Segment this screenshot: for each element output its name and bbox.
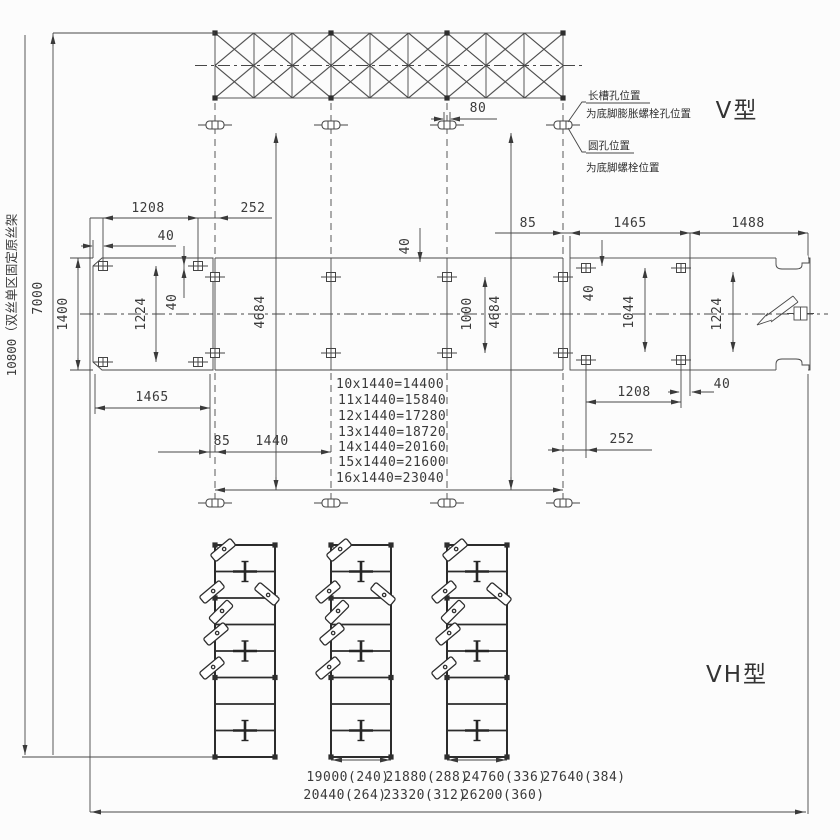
dim-40-center: 40 [398,238,413,255]
vh-ladder-group [199,538,512,763]
slot-hole-icon [197,498,233,508]
main-strip [80,228,828,371]
dim-1000: 1000 [460,297,475,330]
slot-hole-icon [545,498,581,508]
anchor-hole-row-top [197,103,581,255]
formula-row: 14x1440=20160 [338,440,446,455]
length-options-table: 19000(240) 21880(288) 24760(336) 27640(3… [303,770,625,803]
end-frame [689,255,814,373]
dim-252-right: 252 [610,432,635,447]
slot-hole-icon [429,498,465,508]
type-label-v: V型 [716,98,759,124]
formula-row: 16x1440=23040 [336,471,444,486]
dim-80: 80 [470,101,487,116]
dim-1488: 1488 [731,216,764,231]
dim-1465-left: 1465 [135,390,168,405]
dim-row-bottom-right [548,364,714,458]
bolt-hole-icon [670,263,692,273]
dim-1224-right: 1224 [710,297,725,330]
overall-height-dimension [22,33,215,812]
formula-row: 15x1440=21600 [338,455,446,470]
dim-1044: 1044 [622,295,637,328]
length-option: 19000(240) [306,770,389,785]
bolt-hole-icon [575,263,597,273]
length-option: 20440(264) [303,788,386,803]
dim-40-frame-left: 40 [165,294,180,311]
dim-40-bottom-right: 40 [714,377,731,392]
note-slot-hole-1: 长槽孔位置 [588,89,641,102]
vh-ladder [431,538,512,759]
feed-arrow-icon [756,295,799,326]
formula-row: 10x1440=14400 [336,377,444,392]
overall-width-dimension [90,374,809,815]
bolt-hole-icon [187,357,209,367]
formula-row: 12x1440=17280 [338,409,446,424]
dim-85-right: 85 [520,216,537,231]
note-leaders [567,101,650,154]
vh-ladder [315,538,396,759]
labels: 10800（双丝单区固定原丝架 7000 80 长槽孔位置 为底脚膨胀螺栓孔位置… [4,89,768,803]
top-lattice-band [53,29,585,102]
slot-hole-icon [545,120,581,130]
dim-40-frame-right: 40 [582,285,597,302]
length-option: 26200(360) [461,788,544,803]
dim-1208-right: 1208 [617,385,650,400]
dim-4684-right: 4684 [488,295,503,328]
dim-7000: 7000 [31,281,46,314]
bolt-hole-icon [670,355,692,365]
dim-row-top-left [81,215,272,262]
dim-1465-right: 1465 [613,216,646,231]
dim-1208-left: 1208 [131,201,164,216]
dim-1440: 1440 [255,434,288,449]
clamp-block-icon [787,306,814,321]
slot-hole-icon [429,120,465,130]
dim-4684-lines [273,133,514,490]
length-option: 24760(336) [463,770,546,785]
vh-ladder [199,538,280,759]
slot-hole-icon [313,120,349,130]
bolt-hole-icon [575,355,597,365]
slot-hole-icon [197,120,233,130]
note-slot-hole-2: 为底脚膨胀螺栓孔位置 [586,107,691,120]
dim-overall-height: 10800（双丝单区固定原丝架 [4,214,19,377]
dim-85-left: 85 [214,434,231,449]
dim-252-left: 252 [241,201,266,216]
note-round-hole-1: 圆孔位置 [588,139,630,152]
dim-4684-left: 4684 [253,295,268,328]
note-round-hole-2: 为底脚螺栓位置 [586,161,660,174]
length-option: 21880(288) [385,770,468,785]
dim-row-top-right [495,230,809,258]
slot-hole-icon [313,498,349,508]
dim-1400: 1400 [56,297,71,330]
type-label-vh: VH型 [706,662,768,688]
left-foot-frame [70,246,331,458]
bolt-hole-icon [187,261,209,271]
length-option: 23320(312) [383,788,466,803]
length-option: 27640(384) [542,770,625,785]
anchor-hole-row-bottom [197,373,581,508]
formula-row: 13x1440=18720 [338,425,446,440]
dim-40-top-left: 40 [158,229,175,244]
dim-1224-left: 1224 [134,297,149,330]
formula-row: 11x1440=15840 [338,393,446,408]
bay-count-formulas: 10x1440=14400 11x1440=15840 12x1440=1728… [336,377,446,486]
